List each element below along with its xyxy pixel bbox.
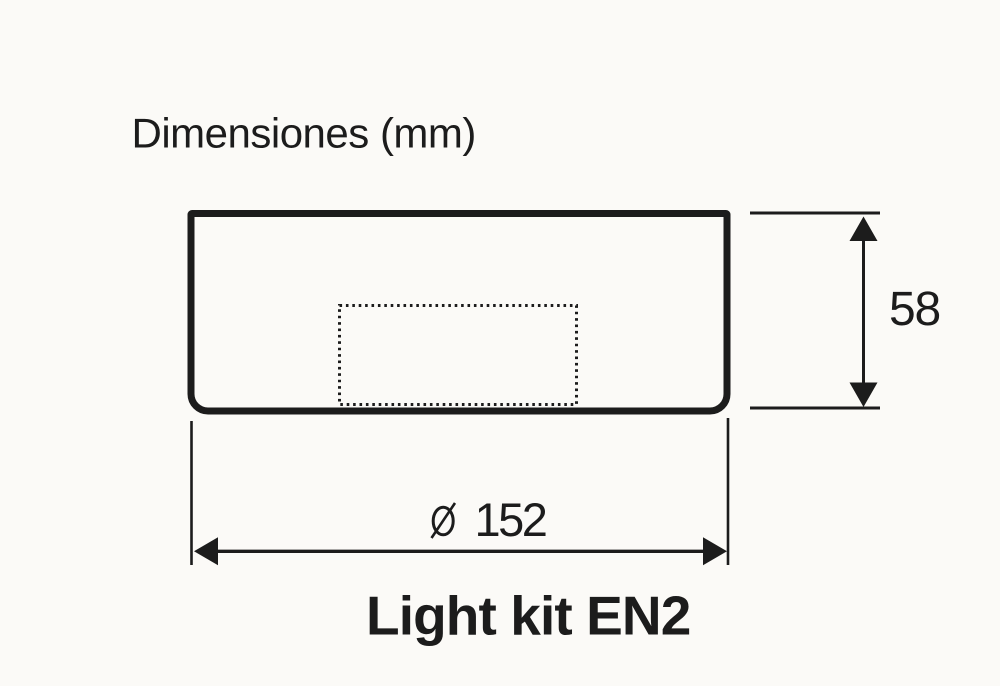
svg-text:Dimensiones (mm): Dimensiones (mm) [132, 110, 476, 157]
svg-text:58: 58 [889, 283, 940, 336]
svg-text:Light kit EN2: Light kit EN2 [366, 585, 690, 647]
svg-text:152: 152 [475, 493, 546, 546]
